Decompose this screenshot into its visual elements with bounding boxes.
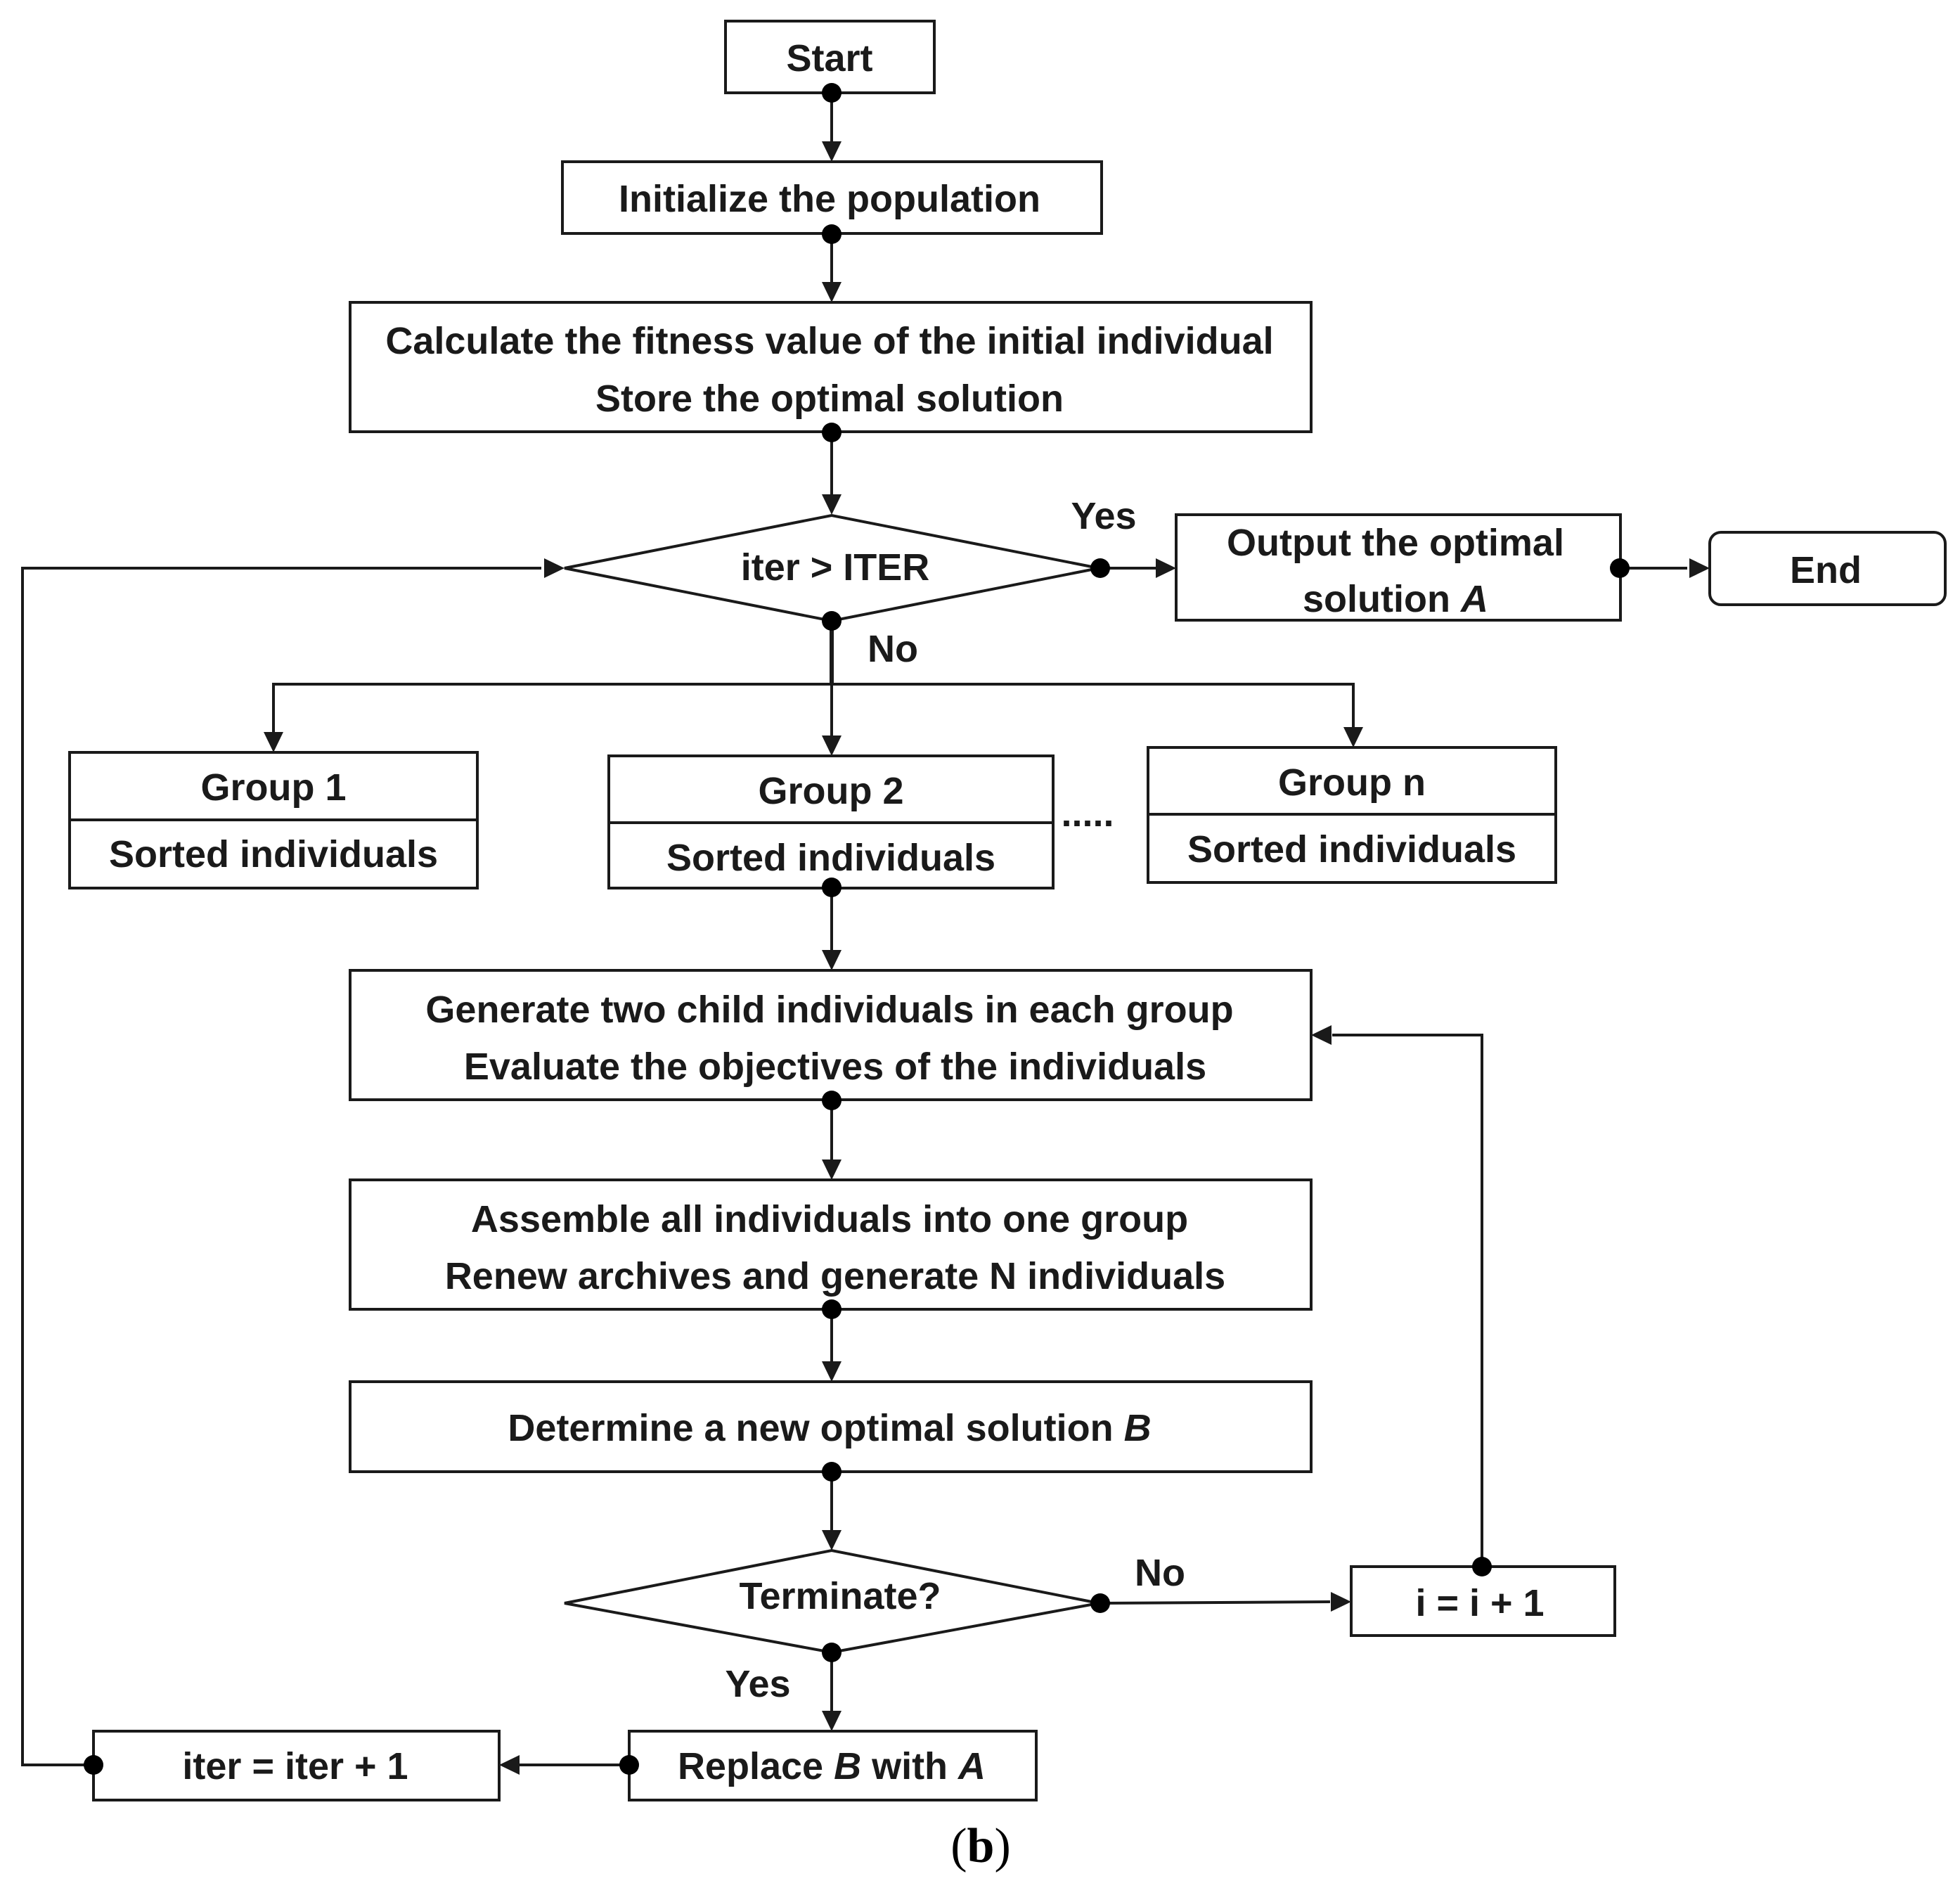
arrowhead [822, 1711, 842, 1731]
group1-title: Group 1 [200, 766, 346, 809]
caption-close-paren: ) [994, 1819, 1010, 1873]
connector-dot [822, 611, 842, 631]
decision-terminate-label: Terminate? [739, 1575, 941, 1617]
connector-dot [822, 1643, 842, 1662]
figure-caption: (b) [950, 1819, 1011, 1873]
variable-a: A [957, 1745, 986, 1787]
determine-label-prefix: Determine a new optimal solution [508, 1407, 1123, 1449]
connector-dot [822, 224, 842, 244]
edge-loop-back-decision [21, 567, 541, 1766]
start-box [724, 20, 936, 94]
determine-box [349, 1380, 1313, 1473]
arrowhead [264, 732, 283, 752]
connector-dot [1090, 558, 1110, 578]
output-label-prefix: solution [1303, 578, 1461, 620]
connector-dot [619, 1755, 639, 1775]
connection-dots [84, 83, 1630, 1775]
connector-dot [1610, 558, 1630, 578]
caption-letter: b [967, 1819, 995, 1873]
arrowhead [822, 1361, 842, 1382]
connector-dot [822, 1091, 842, 1110]
assemble-box [349, 1178, 1313, 1311]
calculate-label-line1: Calculate the fitness value of the initi… [385, 320, 1273, 362]
arrowheads [264, 141, 1710, 1775]
arrowhead [1311, 1025, 1332, 1045]
output-label-line1: Output the optimal [1227, 522, 1564, 564]
arrowhead [544, 558, 565, 578]
arrowhead [822, 735, 842, 756]
generate-label-line1: Generate two child individuals in each g… [425, 989, 1233, 1031]
connector-dot [822, 83, 842, 103]
determine-label: Determine a new optimal solution B [508, 1407, 1151, 1449]
generate-label-line2: Evaluate the objectives of the individua… [464, 1046, 1206, 1088]
variable-a: A [1459, 578, 1488, 620]
arrowhead [822, 1530, 842, 1550]
group1-subtitle: Sorted individuals [109, 833, 438, 875]
connectors [21, 93, 1687, 1766]
output-label-line2: solution A [1303, 578, 1488, 620]
edge-label-no-bottom: No [1135, 1552, 1185, 1594]
increment-i-label: i = i + 1 [1415, 1582, 1544, 1624]
edge-no-increment-i [1100, 1600, 1331, 1605]
groupn-subtitle: Sorted individuals [1187, 828, 1516, 871]
variable-b: B [834, 1745, 861, 1787]
arrowhead [822, 494, 842, 515]
increment-iter-box [92, 1730, 501, 1801]
arrowhead [499, 1755, 520, 1775]
replace-label-p1: Replace [678, 1745, 834, 1787]
arrowhead [822, 141, 842, 162]
edge-label-no-top: No [868, 628, 918, 670]
connector-dot [822, 1299, 842, 1319]
edge-branch-bus [272, 683, 1355, 735]
arrowhead [1156, 558, 1176, 578]
connector-dot [84, 1755, 103, 1775]
arrowhead [822, 1160, 842, 1180]
arrowhead [822, 950, 842, 970]
start-label: Start [786, 37, 872, 79]
end-label: End [1790, 549, 1862, 591]
caption-open-paren: ( [950, 1819, 967, 1873]
replace-label: Replace B with A [678, 1745, 986, 1787]
connector-dot [1090, 1593, 1110, 1613]
variable-b: B [1124, 1407, 1152, 1449]
assemble-label-line1: Assemble all individuals into one group [471, 1198, 1188, 1240]
end-box [1708, 531, 1947, 606]
connector-dot [822, 423, 842, 442]
arrowhead [1689, 558, 1710, 578]
edge-label-yes-top: Yes [1071, 495, 1136, 537]
group2-title: Group 2 [758, 770, 903, 812]
group2-subtitle: Sorted individuals [666, 837, 995, 879]
connector-dot [822, 1462, 842, 1482]
initialize-label: Initialize the population [619, 178, 1040, 220]
increment-iter-label: iter = iter + 1 [182, 1745, 408, 1787]
groups-ellipsis: ..... [1061, 792, 1114, 835]
output-box [1175, 513, 1622, 622]
arrowhead [1331, 1592, 1351, 1612]
decision-iter-label: iter > ITER [741, 546, 930, 589]
calculate-label-line2: Store the optimal solution [595, 378, 1064, 420]
connector-dot [1472, 1557, 1492, 1576]
boxes [68, 20, 1947, 1801]
calculate-box [349, 301, 1313, 433]
replace-label-p2: with [861, 1745, 958, 1787]
groupn-title: Group n [1278, 762, 1426, 804]
node-labels: Start Initialize the population Calculat… [109, 37, 1862, 1787]
edge-label-yes-bottom: Yes [725, 1663, 790, 1705]
replace-box [628, 1730, 1038, 1801]
edge-loop-back-generate [1332, 1034, 1483, 1567]
arrowhead [822, 282, 842, 302]
increment-i-box [1350, 1565, 1616, 1637]
edge-labels: Yes No No Yes [725, 495, 1185, 1705]
assemble-label-line2: Renew archives and generate N individual… [445, 1255, 1225, 1297]
arrowhead [1343, 727, 1363, 747]
initialize-box [561, 160, 1103, 235]
connector-dot [822, 878, 842, 897]
